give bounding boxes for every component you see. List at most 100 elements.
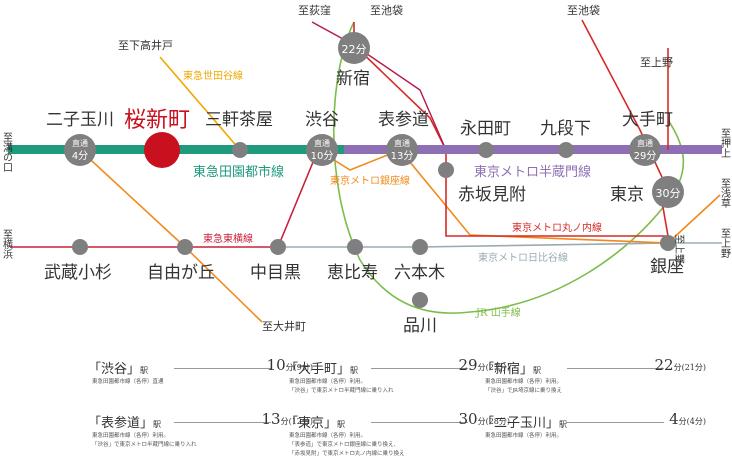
badge-omotesando-top: 直通 [394,138,410,148]
line-name-yamanote: JR 山手線 [475,306,521,319]
station-badge-omotesando [386,134,418,166]
station-dot-ebisu [347,239,363,255]
station-name-shinagawa: 品川 [403,316,437,336]
station-dot-nakameguro [270,239,286,255]
station-badge-shinjuku [338,32,370,64]
direction-asakusa: 至浅草 [719,178,731,208]
station-name-ebisu: 恵比寿 [327,263,378,283]
line-name-den-en-toshi: 東急田園都市線 [193,164,284,180]
station-name-sakurashinmachi: 桜新町 [124,108,190,133]
line-name-toyoko: 東急東横線 [203,232,253,245]
direction-mizonokuchi: 至溝の口 [1,132,13,172]
travel-time-station: 「渋谷」駅 [88,362,149,377]
station-name-shibuya: 渋谷 [305,110,339,130]
station-badge-futako [64,134,96,166]
travel-time-card: 「渋谷」駅 10分(9分) 東急田園都市線（各停）直通 [88,356,313,406]
station-name-musashikosugi: 武蔵小杉 [44,263,112,283]
divider [174,368,271,369]
travel-time-station: 「表参道」駅 [88,416,162,431]
station-name-ginza: 銀座 [650,257,684,277]
station-name-akasakamitsuke: 赤坂見附 [458,185,526,205]
station-name-roppongi: 六本木 [394,263,445,283]
station-name-nagatacho: 永田町 [460,119,511,139]
station-name-sangenjaya: 三軒茶屋 [205,110,273,130]
marunouchi-north [581,19,669,191]
travel-time-value: 22分(21分) [654,356,706,374]
station-dot-sangenjaya [232,142,248,158]
travel-time-station: 「東京」駅 [285,416,346,431]
line-name-hanzomon: 東京メトロ半蔵門線 [474,164,591,180]
travel-time-note: 東急田園都市線（各停）利用。「渋谷」でJR埼京線に乗り換え [485,379,563,394]
direction-ueno-3: 至上野 [719,228,731,258]
direction-ueno-2: 至上野 [673,234,685,264]
station-badge-tokyo [652,176,684,208]
travel-time-value: 10分(9分) [266,356,313,374]
travel-time-note: 東急田園都市線（各停）利用。「渋谷」で東京メトロ半蔵門線に乗り入れ [92,433,197,448]
direction-ogikubo: 至荻窪 [298,3,331,17]
toyoko-line [10,149,319,248]
station-dot-jiyugaoka [177,239,193,255]
station-dot-kudanshita [558,142,574,158]
travel-time-value: 13分(12分) [261,410,313,428]
line-name-setagaya: 東急世田谷線 [183,69,243,82]
station-name-omotesando: 表参道 [378,110,429,130]
badge-omotesando-time: 13分 [391,150,414,162]
divider [567,368,664,369]
divider [567,422,664,423]
travel-time-card: 「大手町」駅 29分(27分) 東急田園都市線（各停）利用。「渋谷」で東京メトロ半蔵… [285,356,510,406]
badge-futako-time: 4分 [72,150,88,162]
divider [371,422,468,423]
hibiya-line [278,242,722,248]
travel-time-value: 29分(27分) [458,356,510,374]
station-dot-nagatacho [478,142,494,158]
station-dot-roppongi [412,239,428,255]
travel-time-station: 「二子玉川」駅 [481,416,568,431]
station-name-shinjuku: 新宿 [336,69,370,89]
line-name-marunouchi: 東京メトロ丸ノ内線 [512,221,602,234]
ginza-line [317,149,721,244]
travel-time-value: 4分(4分) [669,410,706,428]
badge-tokyo-time: 30分 [656,187,681,200]
direction-yokohama: 至横浜 [1,229,13,260]
station-badge-sakurashinmachi [144,132,180,168]
station-name-jiyugaoka: 自由が丘 [147,263,215,283]
badge-otemachi-time: 29分 [634,150,657,162]
direction-ueno-1: 至上野 [640,56,673,69]
badge-shibuya-top: 直通 [314,138,330,148]
station-name-otemachi: 大手町 [622,110,673,130]
station-dot-akasakamitsuke [438,162,454,178]
direction-ikebukuro-2: 至池袋 [567,3,600,17]
direction-oimachi: 至大井町 [262,319,306,333]
station-name-nakameguro: 中目黒 [250,263,301,283]
station-badge-otemachi [629,134,661,166]
line-name-hibiya: 東京メトロ日比谷線 [478,251,568,264]
line-name-ginza: 東京メトロ銀座線 [330,174,410,187]
travel-time-value: 30分(28分) [458,410,510,428]
badge-otemachi-top: 直通 [637,138,653,148]
travel-time-note: 東急田園都市線（各停）直通 [92,379,164,385]
badge-shinjuku-time: 22分 [342,43,367,56]
station-dot-musashikosugi [72,239,88,255]
badge-shibuya-time: 10分 [311,150,334,162]
divider [174,422,271,423]
station-dot-shinagawa [412,292,428,308]
direction-shimotakaido: 至下高井戸 [118,38,173,52]
travel-time-station: 「大手町」駅 [285,362,359,377]
badge-futako-top: 直通 [72,138,88,148]
station-badge-shibuya [306,134,338,166]
direction-ikebukuro-1: 至池袋 [370,3,403,17]
setagaya-line [159,56,241,151]
travel-time-card: 「表参道」駅 13分(12分) 東急田園都市線（各停）利用。「渋谷」で東京メトロ半蔵… [88,410,313,460]
hanzomon-line [344,145,722,154]
travel-time-card: 「新宿」駅 22分(21分) 東急田園都市線（各停）利用。「渋谷」でJR埼京線に乗り… [481,356,706,406]
station-dot-ginza [660,235,676,251]
oedo-line [311,21,447,151]
travel-time-note: 東急田園都市線（各停）利用。「渋谷」で東京メトロ半蔵門線に乗り入れ [289,379,394,394]
travel-time-station: 「新宿」駅 [481,362,542,377]
station-name-tokyo: 東京 [610,185,644,205]
station-name-kudanshita: 九段下 [540,119,591,139]
direction-oshiage: 至押上 [719,128,731,158]
